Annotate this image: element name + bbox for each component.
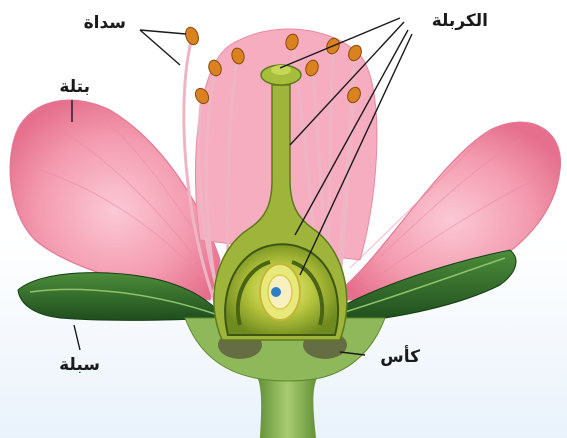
sepal-label: سبلة (59, 355, 100, 375)
stamen-label: سداة (84, 13, 126, 33)
pistil-label: الكربلة (432, 11, 488, 31)
stem (255, 372, 320, 438)
petal-label: بتلة (59, 77, 90, 97)
receptacle-label: كأس (380, 345, 420, 367)
stigma-top (271, 65, 291, 75)
ovule (271, 287, 281, 297)
